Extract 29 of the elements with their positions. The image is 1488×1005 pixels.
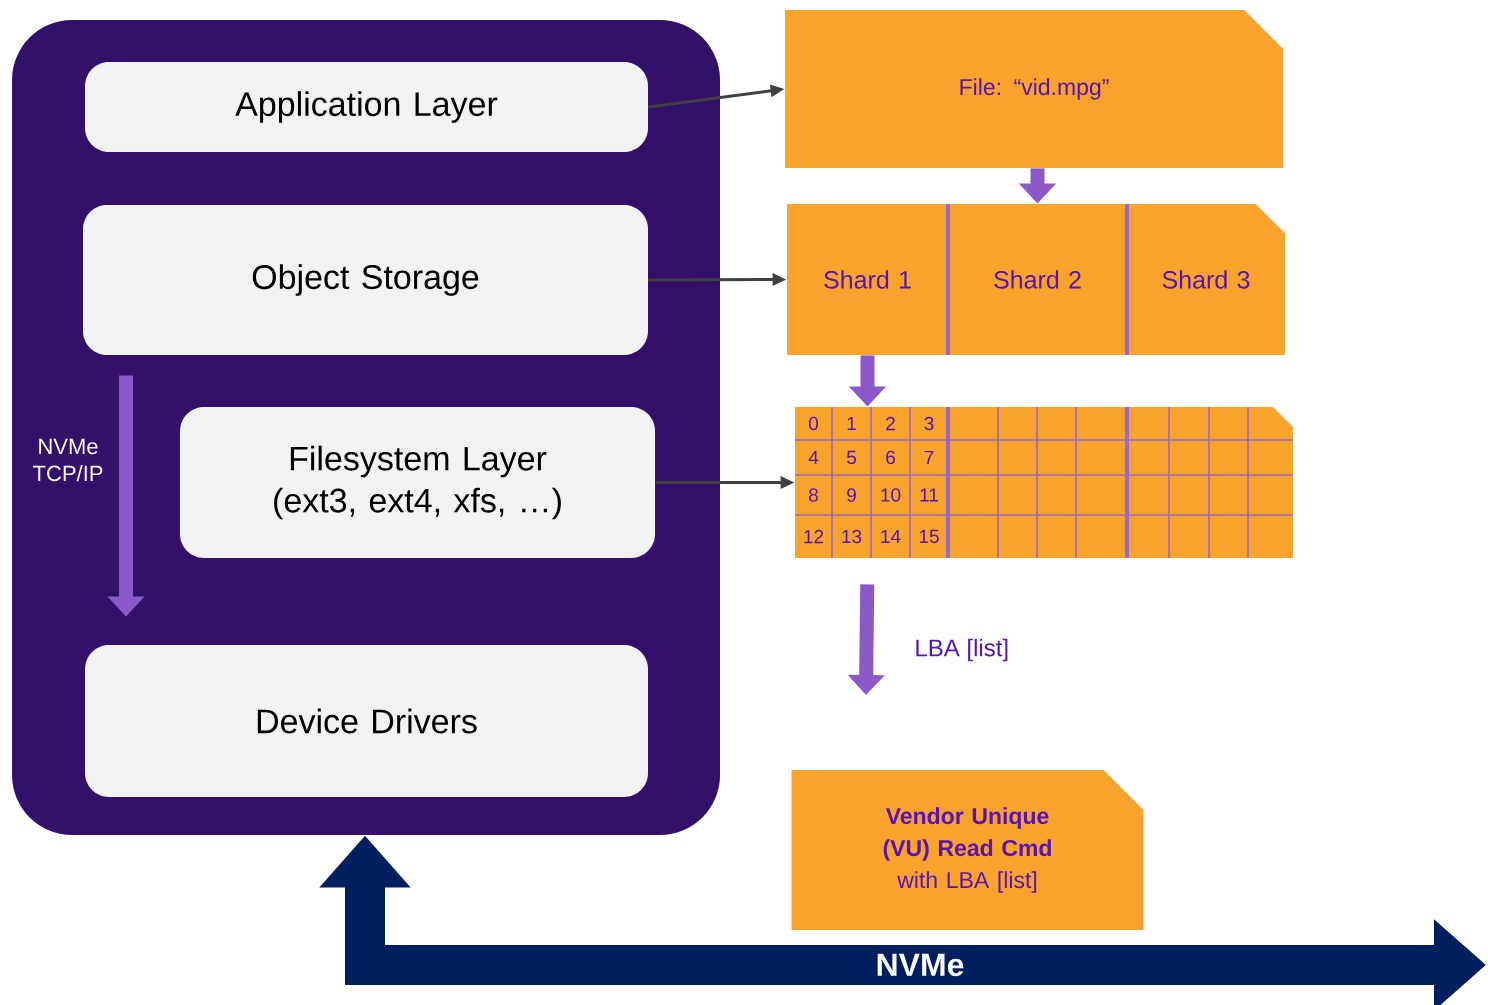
shard-box: Shard 1 bbox=[787, 204, 948, 355]
layer-box: Filesystem Layer (ext3, ext4, xfs, …) bbox=[180, 407, 655, 558]
block-number: 5 bbox=[847, 450, 856, 465]
block-number: 2 bbox=[886, 416, 895, 431]
block-number: 0 bbox=[809, 416, 819, 431]
edge-label: LBA [list] bbox=[910, 634, 1014, 666]
block-number: 12 bbox=[804, 529, 824, 544]
shard-box: Shard 3 bbox=[1127, 204, 1285, 355]
shard-box: Shard 2 bbox=[948, 204, 1127, 355]
layer-box: Device Drivers bbox=[85, 645, 648, 797]
block-number: 7 bbox=[924, 450, 934, 465]
edge-label: NVMe TCP/IP bbox=[26, 434, 110, 486]
file-box: File: “vid.mpg” bbox=[785, 10, 1283, 168]
block-number: 15 bbox=[919, 529, 939, 544]
block-number: 8 bbox=[809, 488, 818, 502]
block-number: 13 bbox=[842, 529, 862, 544]
block-number: 10 bbox=[881, 488, 901, 502]
layer-box: Application Layer bbox=[85, 62, 648, 152]
layer-box: Object Storage bbox=[83, 205, 648, 355]
block-number: 3 bbox=[924, 416, 934, 431]
command-box: Vendor Unique (VU) Read Cmd with LBA [list] bbox=[791, 770, 1144, 930]
block-grid bbox=[794, 406, 1294, 559]
edge-label: NVMe bbox=[871, 949, 969, 981]
block-number: 6 bbox=[886, 450, 895, 465]
block-number: 1 bbox=[847, 416, 856, 431]
block-number: 14 bbox=[881, 529, 901, 544]
block-number: 11 bbox=[920, 488, 938, 502]
block-number: 9 bbox=[847, 488, 856, 502]
block-number: 4 bbox=[808, 450, 819, 465]
